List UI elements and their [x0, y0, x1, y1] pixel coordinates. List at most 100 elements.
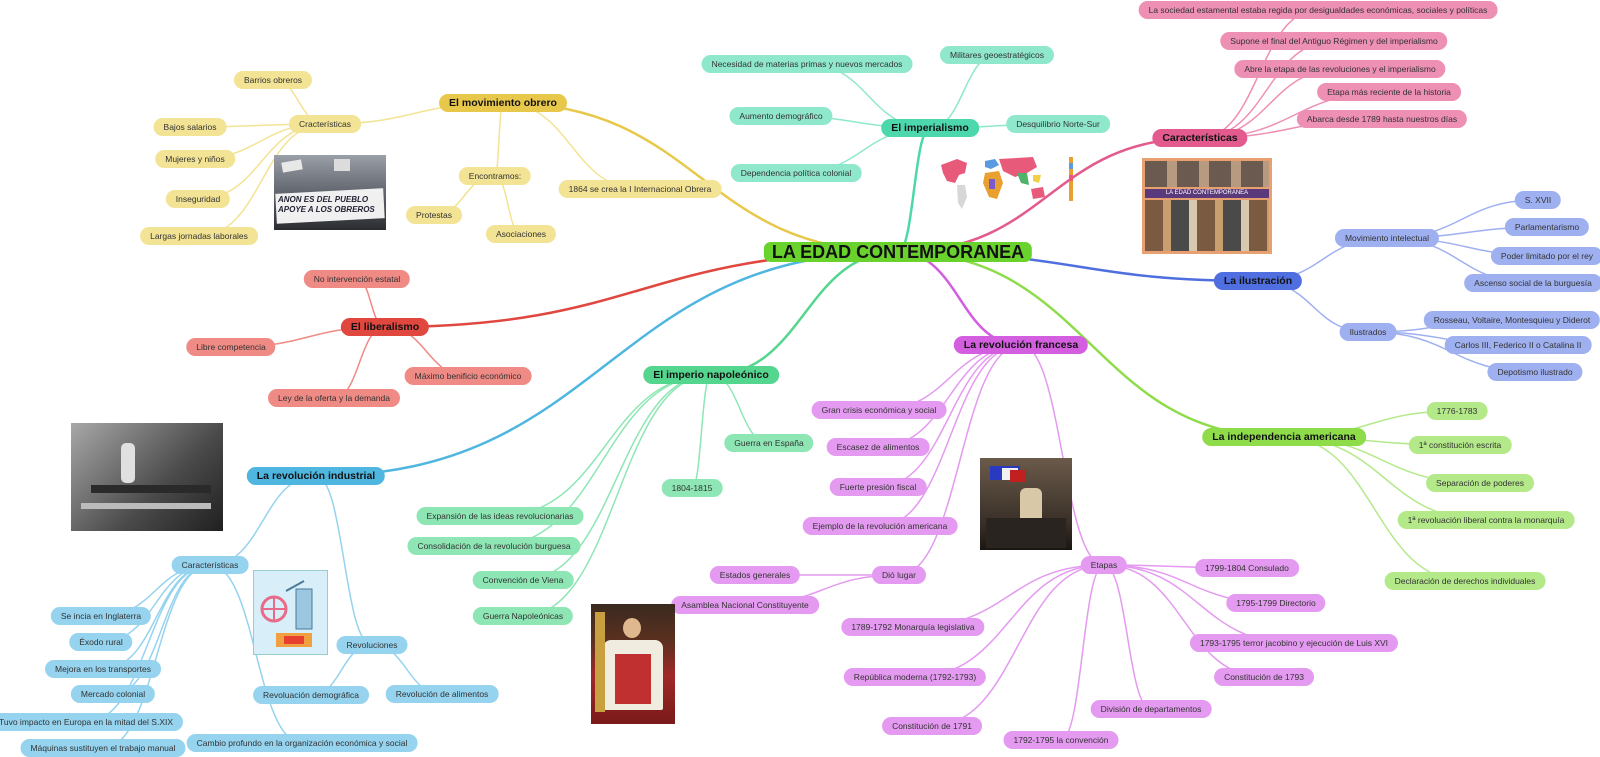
- topic-liberalismo-item[interactable]: Ley de la oferta y la demanda: [268, 389, 400, 407]
- topic-imperialismo-item[interactable]: Aumento demográfico: [729, 107, 833, 125]
- topic-obrero-item[interactable]: Protestas: [406, 206, 462, 224]
- branch-liberalismo[interactable]: El liberalismo: [340, 318, 430, 336]
- branch-imperialismo[interactable]: El imperialismo: [881, 119, 979, 137]
- topic-caracteristicas-item[interactable]: Abre la etapa de las revoluciones y el i…: [1234, 60, 1446, 78]
- topic-napoleon-item[interactable]: Convención de Viena: [472, 571, 574, 589]
- topic-ilustracion-item[interactable]: Movimiento intelectual: [1334, 229, 1440, 247]
- topic-francesa-item[interactable]: República moderna (1792-1793): [843, 668, 987, 686]
- topic-imperialismo-item[interactable]: Militares geoestratégicos: [939, 46, 1055, 64]
- topic-napoleon-item[interactable]: Guerra Napoleónicas: [472, 607, 574, 625]
- root-topic[interactable]: LA EDAD CONTEMPORANEA: [763, 242, 1033, 262]
- topic-ilustracion-item[interactable]: Depotismo ilustrado: [1487, 363, 1583, 381]
- topic-francesa-item[interactable]: Asamblea Nacional Constituyente: [671, 596, 819, 614]
- topic-independencia-item[interactable]: 1776-1783: [1426, 402, 1488, 420]
- branch-industrial[interactable]: La revolución industrial: [246, 467, 386, 485]
- topic-ilustracion-item[interactable]: Parlamentarismo: [1504, 218, 1590, 236]
- topic-caracteristicas-item[interactable]: La sociedad estamental estaba regida por…: [1138, 1, 1498, 19]
- topic-ilustracion-item[interactable]: S. XVII: [1514, 191, 1562, 209]
- topic-napoleon-item[interactable]: Expansión de las ideas revolucionarias: [416, 507, 584, 525]
- connector-imperialismo-item: [929, 54, 998, 129]
- topic-francesa-item[interactable]: 1799-1804 Consulado: [1195, 559, 1299, 577]
- topic-caracteristicas-item[interactable]: Etapa más reciente de la historia: [1317, 83, 1461, 101]
- topic-francesa-item[interactable]: División de departamentos: [1090, 700, 1212, 718]
- topic-francesa-item[interactable]: 1795-1799 Directorio: [1226, 594, 1326, 612]
- topic-obrero-item[interactable]: Barrios obreros: [233, 71, 313, 89]
- topic-independencia-item[interactable]: Separación de poderes: [1426, 474, 1534, 492]
- branch-ilustracion[interactable]: La ilustración: [1213, 272, 1303, 290]
- connector-napoleon-item: [522, 374, 712, 581]
- topic-francesa-item[interactable]: 1789-1792 Monarquía legislativa: [841, 618, 985, 636]
- topic-obrero-item[interactable]: Encontramos:: [458, 167, 532, 185]
- topic-industrial-item[interactable]: Tuvo impacto en Europa en la mitad del S…: [0, 713, 184, 731]
- topic-napoleon-item[interactable]: Guerra en España: [724, 434, 814, 452]
- topic-obrero-item[interactable]: Mujeres y niños: [155, 150, 235, 168]
- topic-imperialismo-item[interactable]: Desquilibrio Norte-Sur: [1006, 115, 1110, 133]
- topic-ilustracion-item[interactable]: Ascenso social de la burguesía: [1464, 274, 1600, 292]
- topic-independencia-item[interactable]: 1ª constitución escrita: [1408, 436, 1512, 454]
- topic-liberalismo-item[interactable]: Libre competencia: [186, 338, 276, 356]
- topic-francesa-item[interactable]: Fuerte presión fiscal: [829, 478, 927, 496]
- napoleon-portrait: [591, 604, 675, 724]
- topic-liberalismo-item[interactable]: Máximo benificio económico: [404, 367, 532, 385]
- topic-obrero-item[interactable]: Inseguridad: [165, 190, 231, 208]
- contemporary-age-collage: LA EDAD CONTEMPORANEA: [1142, 158, 1272, 254]
- topic-francesa-item[interactable]: Escasez de alimentos: [826, 438, 930, 456]
- topic-independencia-item[interactable]: 1ª revoluación liberal contra la monarqu…: [1397, 511, 1575, 529]
- connector-liberalismo-item: [333, 326, 386, 399]
- topic-obrero-item[interactable]: Asociaciones: [485, 225, 557, 243]
- topic-obrero-item[interactable]: Bajos salarios: [153, 118, 227, 136]
- topic-napoleon-item[interactable]: Consolidación de la revolución burguesa: [407, 537, 581, 555]
- branch-obrero[interactable]: El movimiento obrero: [439, 94, 567, 112]
- topic-ilustracion-item[interactable]: Carlos III, Federico II o Catalina II: [1444, 336, 1592, 354]
- branch-napoleon[interactable]: El imperio napoleónico: [643, 366, 779, 384]
- connector-imperialismo: [896, 126, 932, 254]
- topic-industrial-item[interactable]: Máquinas sustituyen el trabajo manual: [20, 739, 186, 757]
- connector-industrial-item: [209, 475, 317, 566]
- branch-independencia[interactable]: La independencia americana: [1202, 428, 1366, 446]
- topic-ilustracion-item[interactable]: Poder limitado por el rey: [1490, 247, 1600, 265]
- topic-francesa-item[interactable]: 1793-1795 terror jacobino y ejecución de…: [1189, 634, 1399, 652]
- topic-obrero-item[interactable]: 1864 se crea la I Internacional Obrera: [558, 180, 722, 198]
- liberty-painting: [980, 458, 1072, 550]
- topic-francesa-item[interactable]: Etapas: [1080, 556, 1128, 574]
- topic-industrial-item[interactable]: Revoluciones: [336, 636, 408, 654]
- connector-napoleon-item: [710, 374, 770, 444]
- topic-industrial-item[interactable]: Revolución de alimentos: [385, 685, 499, 703]
- protest-banner-text: ANON ES DEL PUEBLO APOYE A LOS OBREROS: [278, 195, 375, 214]
- topic-napoleon-item[interactable]: 1804-1815: [661, 479, 723, 497]
- topic-caracteristicas-item[interactable]: Supone el final del Antiguo Régimen y de…: [1220, 32, 1448, 50]
- topic-industrial-item[interactable]: Características: [171, 556, 249, 574]
- topic-ilustracion-item[interactable]: Ilustrados: [1339, 323, 1397, 341]
- connector-napoleon-item: [691, 374, 712, 489]
- topic-francesa-item[interactable]: Gran crisis económica y social: [811, 401, 947, 419]
- topic-obrero-item[interactable]: Cracterísticas: [289, 115, 361, 133]
- connector-francesa-item: [898, 344, 1022, 576]
- topic-industrial-item[interactable]: Mercado colonial: [70, 685, 156, 703]
- topic-caracteristicas-item[interactable]: Abarca desde 1789 hasta nuestros días: [1296, 110, 1468, 128]
- topic-liberalismo-item[interactable]: No intervención estatal: [303, 270, 411, 288]
- topic-industrial-item[interactable]: Mejora en los transportes: [45, 660, 161, 678]
- topic-francesa-item[interactable]: 1792-1795 la convención: [1003, 731, 1119, 749]
- topic-industrial-item[interactable]: Éxodo rural: [69, 633, 133, 651]
- factory-photo: [71, 423, 223, 531]
- connector-francesa-item: [1103, 564, 1152, 710]
- topic-independencia-item[interactable]: Declaración de derechos individuales: [1384, 572, 1546, 590]
- topic-industrial-item[interactable]: Revoluación demográfica: [253, 686, 369, 704]
- topic-imperialismo-item[interactable]: Dependencia política colonial: [730, 164, 862, 182]
- topic-francesa-item[interactable]: Constitución de 1791: [882, 717, 982, 735]
- connector-francesa: [896, 250, 1023, 347]
- branch-caracteristicas[interactable]: Características: [1152, 129, 1248, 147]
- topic-francesa-item[interactable]: Estados generales: [709, 566, 801, 584]
- connector-obrero-item: [494, 102, 504, 177]
- topic-francesa-item[interactable]: Ejemplo de la revolución americana: [802, 517, 958, 535]
- topic-imperialismo-item[interactable]: Necesidad de materias primas y nuevos me…: [701, 55, 913, 73]
- topic-industrial-item[interactable]: Cambio profundo en la organización econó…: [186, 734, 418, 752]
- topic-obrero-item[interactable]: Largas jornadas laborales: [140, 227, 258, 245]
- topic-francesa-item[interactable]: Constitución de 1793: [1214, 668, 1314, 686]
- topic-industrial-item[interactable]: Se incia en Inglaterra: [50, 607, 152, 625]
- topic-ilustracion-item[interactable]: Rosseau, Voltaire, Montesquieu y Diderot: [1423, 311, 1600, 329]
- connector-independencia-item: [1283, 436, 1466, 582]
- connector-industrial: [314, 250, 900, 478]
- branch-francesa[interactable]: La revolución francesa: [953, 336, 1089, 354]
- topic-francesa-item[interactable]: Dió lugar: [871, 566, 927, 584]
